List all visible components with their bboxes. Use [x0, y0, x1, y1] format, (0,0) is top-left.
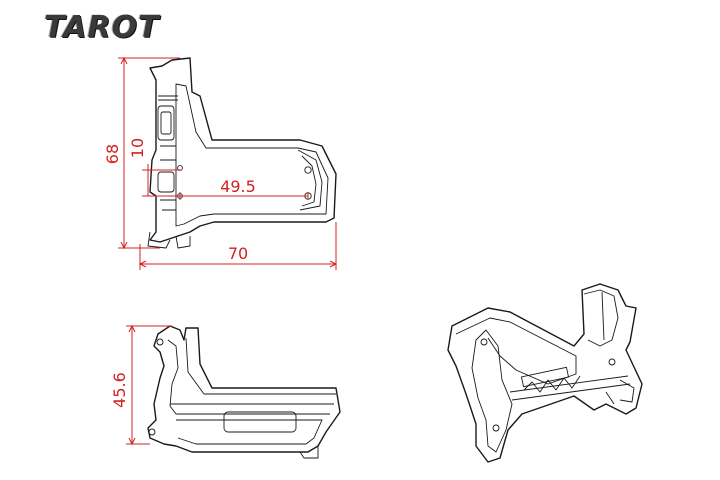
- side-view-hole-bottom: [148, 428, 156, 436]
- iso-hole-c: [608, 358, 616, 366]
- top-view-hole-a: [304, 166, 312, 174]
- isometric-view: [447, 283, 643, 463]
- top-view-feet: [147, 231, 191, 249]
- side-view: [147, 325, 341, 459]
- top-view: [147, 57, 337, 249]
- iso-outline: [447, 283, 643, 463]
- side-view-foot: [299, 446, 319, 459]
- dimension-lines-top: [118, 56, 338, 270]
- dim-label-70: 70: [228, 244, 248, 263]
- iso-lattice: [509, 375, 631, 401]
- dim-label-10: 10: [128, 138, 147, 158]
- dim-label-68: 68: [103, 144, 122, 164]
- iso-back-wall: [455, 317, 577, 385]
- top-view-ribs: [158, 95, 178, 211]
- top-view-slot-upper-inner: [160, 111, 172, 135]
- top-view-inner-plate: [175, 83, 329, 227]
- top-view-slot-upper: [157, 105, 175, 141]
- top-view-outline: [149, 57, 337, 243]
- side-view-outline: [147, 325, 341, 453]
- iso-hole-b: [492, 424, 500, 432]
- iso-right-feet: [605, 379, 635, 405]
- iso-slot: [521, 366, 569, 388]
- iso-side-arm: [471, 329, 513, 453]
- top-view-rail: [297, 149, 323, 211]
- side-view-upper-rib: [185, 337, 336, 395]
- dim-label-45-6: 45.6: [110, 372, 129, 408]
- iso-hole-a: [480, 338, 488, 346]
- brand-logo: TAROT: [44, 10, 160, 45]
- top-view-slot-lower: [157, 171, 175, 193]
- dim-label-49-5: 49.5: [220, 177, 256, 196]
- side-view-inner: [167, 339, 334, 445]
- side-view-slot: [223, 411, 297, 433]
- iso-tower: [583, 289, 619, 347]
- dimension-lines-side: [126, 324, 172, 446]
- side-view-hole-top: [156, 338, 164, 346]
